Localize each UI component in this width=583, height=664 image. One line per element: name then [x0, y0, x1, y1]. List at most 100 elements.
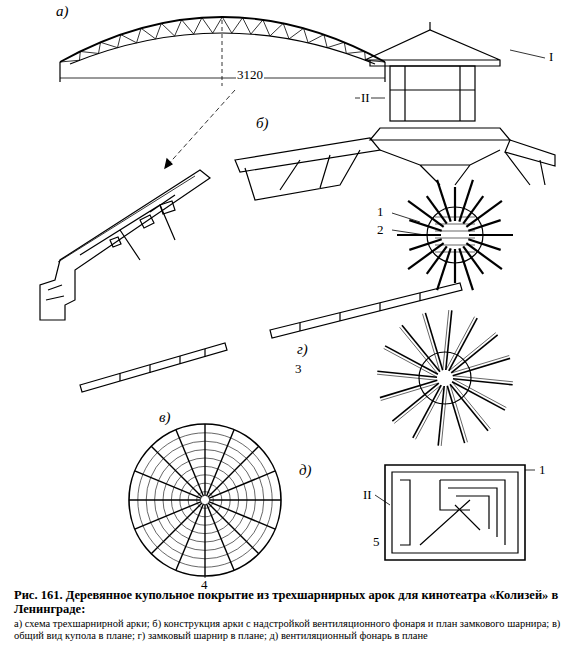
- stroke: [99, 42, 101, 53]
- stroke: [208, 446, 259, 497]
- stroke: [60, 60, 80, 62]
- stroke: [453, 376, 513, 382]
- ring: [138, 433, 272, 567]
- stroke: [459, 248, 473, 290]
- figure-letter: б): [255, 116, 270, 131]
- stroke: [453, 358, 510, 375]
- stroke: [304, 28, 309, 43]
- caption-description: а) схема трехшарнирной арки; б) конструк…: [14, 618, 570, 642]
- stroke: [324, 35, 327, 48]
- stroke: [135, 502, 202, 530]
- figure-letter: а): [55, 4, 70, 19]
- stroke: [176, 504, 204, 571]
- stroke: [194, 18, 202, 34]
- stroke: [182, 20, 194, 34]
- stroke: [207, 504, 235, 571]
- stroke: [454, 187, 456, 221]
- stroke: [435, 231, 475, 232]
- ring: [155, 450, 256, 551]
- stroke: [270, 23, 283, 36]
- stroke: [141, 28, 156, 39]
- stroke: [344, 42, 346, 53]
- figure-letter: г): [296, 342, 309, 357]
- stroke: [208, 503, 259, 554]
- callout-number: II: [362, 488, 373, 501]
- stroke: [364, 51, 366, 60]
- stroke: [450, 384, 488, 430]
- stroke: [377, 374, 437, 380]
- stroke: [327, 42, 344, 47]
- stroke: [209, 471, 276, 499]
- stroke: [409, 239, 441, 250]
- ring: [197, 492, 214, 509]
- stroke: [176, 430, 204, 497]
- stroke: [423, 314, 440, 371]
- ring: [180, 475, 230, 525]
- stroke: [137, 28, 142, 43]
- stroke: [459, 180, 473, 222]
- stroke: [209, 502, 276, 530]
- stroke: [289, 28, 304, 39]
- callout-number: 1: [538, 463, 547, 476]
- stroke: [392, 383, 438, 421]
- stroke: [204, 424, 205, 496]
- stroke: [443, 310, 449, 370]
- stroke: [451, 335, 497, 373]
- stroke: [175, 20, 182, 36]
- stroke: [381, 383, 438, 400]
- stroke: [450, 385, 467, 442]
- stroke: [452, 356, 509, 373]
- stroke: [447, 386, 464, 443]
- figure-caption: Рис. 161. Деревянное купольное покрытие …: [14, 588, 570, 616]
- stroke: [435, 217, 475, 218]
- stroke: [468, 220, 500, 231]
- stroke: [101, 42, 118, 47]
- stroke: [204, 504, 205, 576]
- callout-number: I: [548, 50, 554, 63]
- stroke: [435, 252, 475, 253]
- stroke: [435, 238, 475, 239]
- callout-number: 5: [372, 535, 381, 548]
- stroke: [463, 196, 483, 224]
- stroke: [263, 20, 270, 36]
- stroke: [207, 430, 235, 497]
- stroke: [469, 234, 513, 236]
- stroke: [213, 17, 223, 33]
- stroke: [408, 243, 444, 269]
- stroke: [151, 503, 202, 554]
- stroke: [466, 201, 502, 227]
- stroke: [380, 380, 437, 397]
- stroke: [161, 23, 174, 36]
- figure-letter: д): [298, 463, 313, 478]
- stroke: [346, 51, 364, 53]
- caption-block: Рис. 161. Деревянное купольное покрытие …: [14, 588, 570, 642]
- callout-number: 4: [200, 578, 209, 591]
- stroke: [118, 35, 121, 48]
- stroke: [435, 224, 475, 225]
- stroke: [441, 386, 447, 446]
- callout-number: II: [360, 91, 371, 104]
- stroke: [202, 18, 213, 33]
- stroke: [243, 18, 251, 34]
- stroke: [135, 471, 202, 499]
- stroke: [79, 51, 81, 60]
- ring: [171, 466, 238, 533]
- stroke: [121, 35, 137, 43]
- callout-number: 3120: [236, 68, 264, 81]
- figure-letter: в): [158, 410, 172, 425]
- ring: [146, 441, 264, 559]
- stroke: [283, 23, 289, 39]
- stroke: [402, 325, 440, 371]
- ring: [188, 483, 222, 517]
- stroke: [437, 248, 451, 290]
- stroke: [437, 180, 451, 222]
- callout-number: 2: [376, 223, 385, 236]
- stroke: [156, 23, 162, 39]
- stroke: [151, 446, 202, 497]
- stroke: [308, 35, 324, 43]
- stroke: [435, 245, 475, 246]
- stroke: [222, 17, 232, 33]
- ring: [163, 458, 247, 542]
- stroke: [251, 20, 263, 34]
